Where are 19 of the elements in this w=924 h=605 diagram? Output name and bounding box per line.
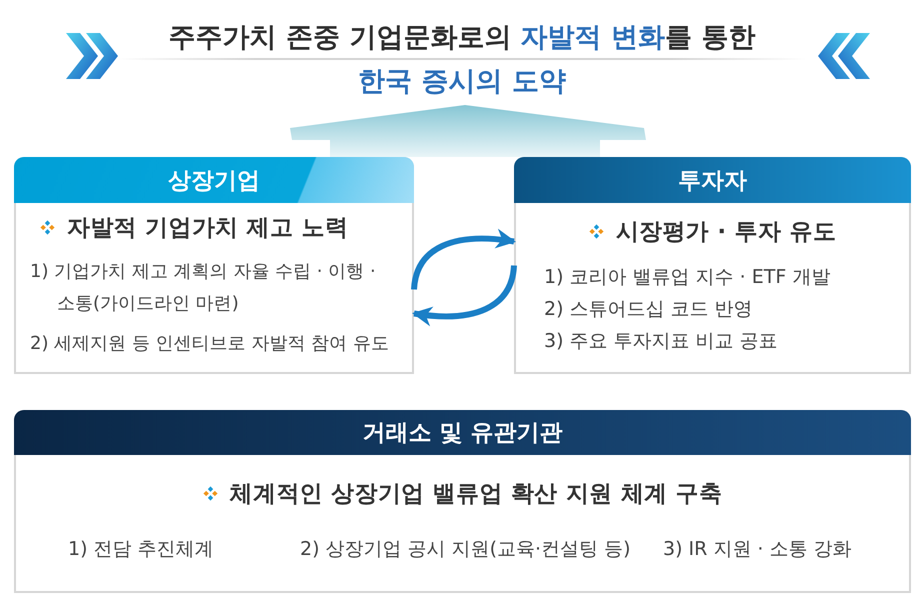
list-item: 3) IR 지원 · 소통 강화: [663, 537, 852, 562]
panel-header: 거래소 및 유관기관: [14, 410, 911, 455]
panel-subheading: 체계적인 상장기업 밸류업 확산 지원 체계 구축: [230, 480, 722, 509]
list-item: 1) 코리아 밸류업 지수 · ETF 개발: [544, 265, 832, 290]
panel-subheading: 시장평가 · 투자 유도: [616, 218, 836, 247]
panel-card: [14, 157, 414, 374]
list-item: 3) 주요 투자지표 비교 공표: [544, 329, 779, 354]
panel-card: [14, 410, 911, 593]
cycle-arrow: [412, 265, 517, 326]
panel-header: 상장기업: [14, 157, 414, 203]
list-item: 1) 전담 추진체계: [68, 537, 214, 562]
list-item: 2) 상장기업 공시 지원(교육·컨설팅 등): [300, 537, 631, 562]
panel-subheading: 자발적 기업가치 제고 노력: [67, 214, 348, 243]
panel-header: 투자자: [514, 157, 911, 203]
list-item: 1) 기업가치 제고 계획의 자율 수립 · 이행 · 소통(가이드라인 마련): [30, 260, 377, 316]
panel-card: [514, 157, 911, 374]
list-item: 2) 세제지원 등 인센티브로 자발적 참여 유도: [30, 332, 390, 356]
list-item: 2) 스튜어드십 코드 반영: [544, 297, 754, 322]
cycle-arrow: [411, 229, 516, 290]
